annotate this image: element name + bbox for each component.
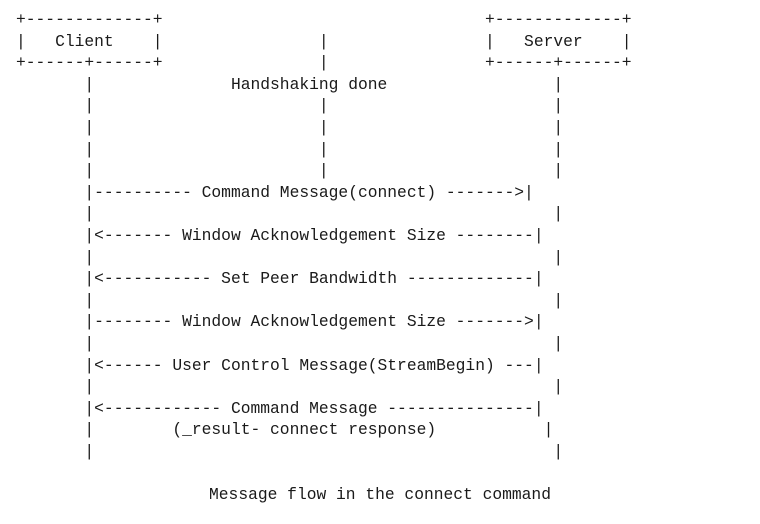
diagram-line: | | |	[16, 117, 564, 137]
diagram-line: | |	[16, 333, 564, 353]
message-flow-diagram: +-------------+ +-------------+ | Client …	[16, 9, 632, 462]
diagram-caption: Message flow in the connect command	[209, 485, 551, 504]
diagram-line: | |	[16, 377, 564, 397]
diagram-line: | | |	[16, 139, 564, 159]
diagram-line: |-------- Window Acknowledgement Size --…	[16, 312, 544, 332]
diagram-line: |<------------ Command Message ---------…	[16, 398, 544, 418]
diagram-line: |<----------- Set Peer Bandwidth -------…	[16, 269, 544, 289]
diagram-line: | |	[16, 247, 564, 267]
diagram-line: | |	[16, 441, 564, 461]
diagram-line: | Handshaking done |	[16, 74, 564, 94]
diagram-line: | | |	[16, 161, 564, 181]
diagram-line: |---------- Command Message(connect) ---…	[16, 182, 534, 202]
diagram-line: | Client | | | Server |	[16, 31, 632, 51]
diagram-line: | |	[16, 290, 564, 310]
diagram-line: +-------------+ +-------------+	[16, 10, 632, 29]
diagram-line: | | |	[16, 96, 564, 116]
diagram-line: | (_result- connect response) |	[16, 420, 554, 440]
diagram-line: | |	[16, 204, 564, 224]
diagram-line: +------+------+ | +------+------+	[16, 53, 632, 73]
diagram-line: |<------ User Control Message(StreamBegi…	[16, 355, 544, 375]
diagram-line: |<------- Window Acknowledgement Size --…	[16, 225, 544, 245]
